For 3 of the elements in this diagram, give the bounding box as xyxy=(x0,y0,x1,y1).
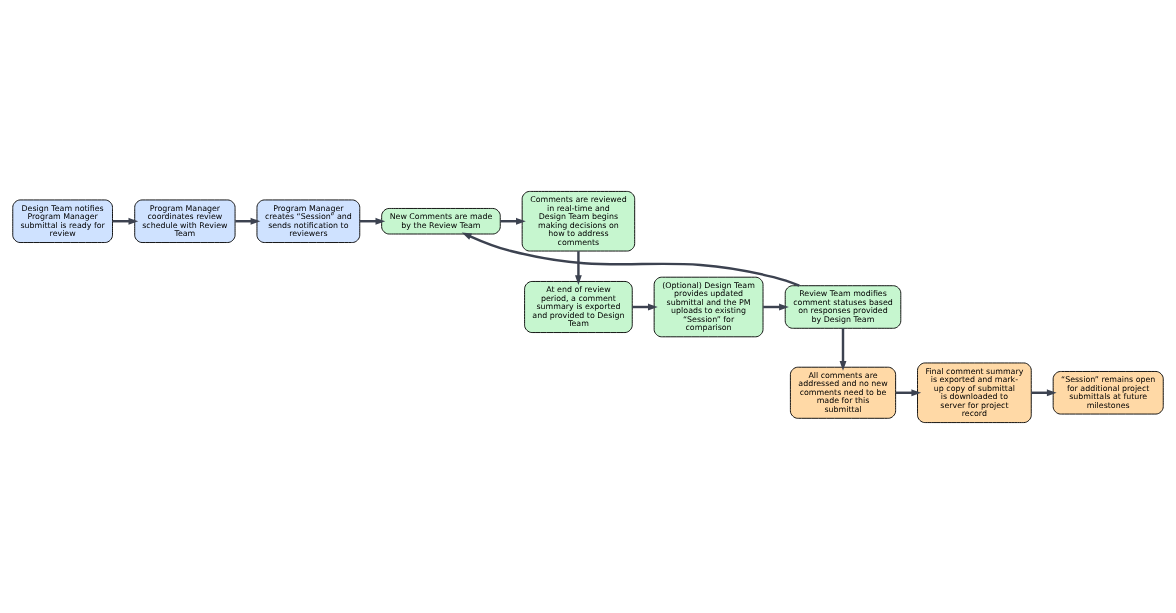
arrow xyxy=(839,327,847,371)
arrow xyxy=(461,232,800,287)
arrow xyxy=(575,250,582,285)
